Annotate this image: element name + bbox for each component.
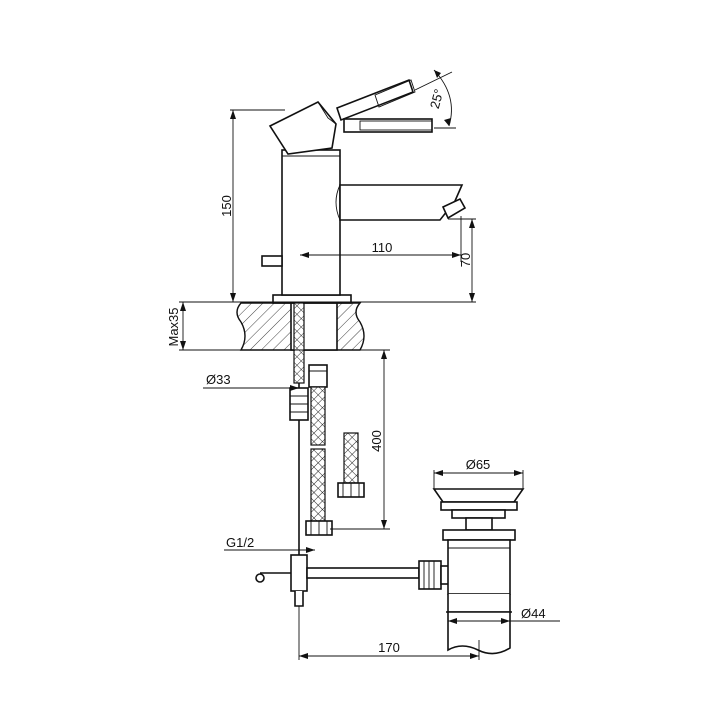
spout-height-label: 70 <box>458 253 473 267</box>
mixer-body <box>261 78 467 304</box>
deck-thickness-label: Max35 <box>166 307 181 346</box>
dimension-labels: 150 25° 110 70 Max35 Ø33 400 G1/2 Ø65 Ø4… <box>166 87 546 655</box>
spout-reach-label: 110 <box>372 240 393 255</box>
pop-up-head-label: Ø65 <box>466 457 491 472</box>
hose-length-label: 400 <box>369 430 384 452</box>
handle-angle-label: 25° <box>427 87 447 110</box>
pop-up-linkage <box>255 554 451 607</box>
height-total-label: 150 <box>219 195 234 217</box>
dimension-lines <box>179 69 560 660</box>
connection-thread-label: G1/2 <box>226 535 254 550</box>
hole-diameter-label: Ø33 <box>206 372 231 387</box>
waste-body-label: Ø44 <box>521 606 546 621</box>
mounting-stud <box>289 302 309 555</box>
flexible-hose-right <box>337 432 365 498</box>
flexible-hose-left <box>305 364 333 536</box>
pop-up-waste <box>432 488 525 655</box>
rod-reach-label: 170 <box>378 640 400 655</box>
